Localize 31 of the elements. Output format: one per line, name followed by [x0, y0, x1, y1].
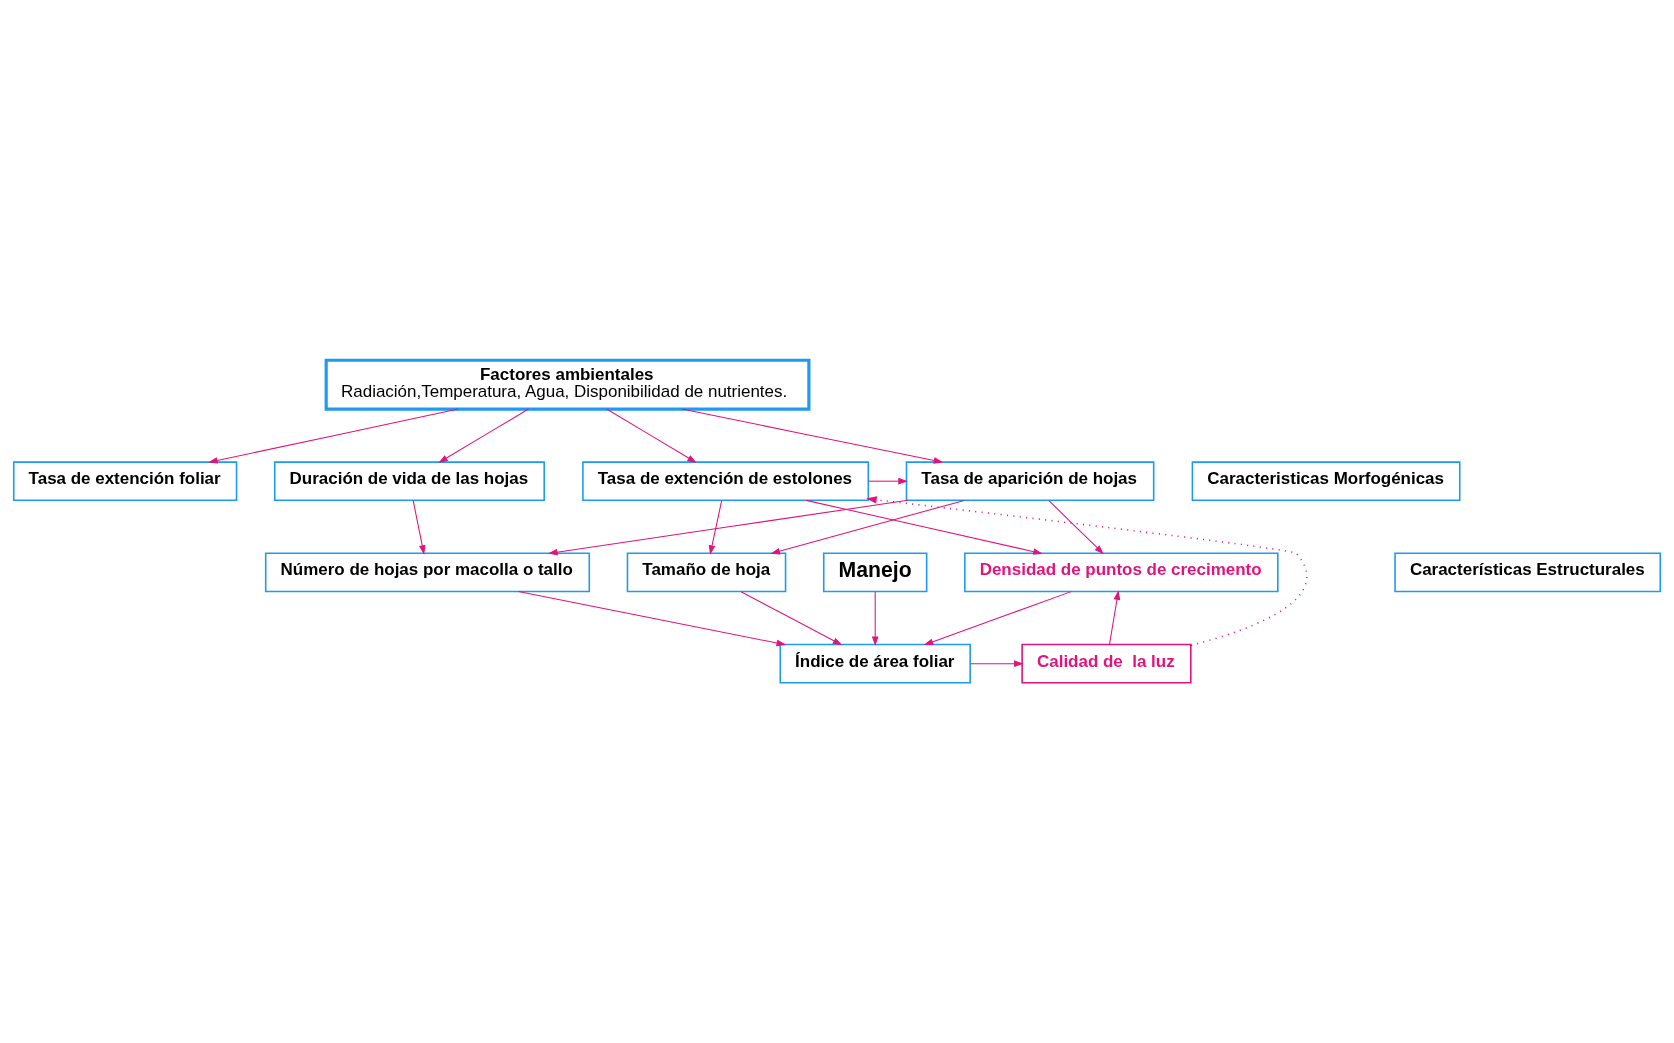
arrow: [548, 499, 909, 556]
arrow: [1048, 500, 1104, 555]
arrow: [740, 591, 843, 646]
arrow: [517, 591, 787, 647]
node-box: Número de hojas por macolla o tallo: [264, 552, 591, 593]
node-box: Calidad de la luz: [1021, 643, 1192, 684]
arrow: [770, 499, 965, 555]
arrow: [1108, 590, 1121, 645]
node-box: Características Estructurales: [1394, 552, 1662, 593]
arrow: [438, 408, 529, 463]
arrow: [681, 408, 944, 464]
node-box: Manejo: [822, 552, 928, 593]
node-box: Tasa de extención foliar: [12, 461, 238, 502]
node-box: Tamaño de hoja: [626, 552, 787, 593]
arrow: [867, 477, 908, 485]
node-box: Duración de vida de las hojas: [273, 461, 545, 502]
node-box: Factores ambientales Radiación,Temperatura, Agua, Disponibilidad de nutrientes.: [324, 358, 811, 411]
arrow: [606, 408, 697, 463]
node-box: Tasa de aparición de hojas: [905, 461, 1155, 502]
node-box: Caracteristicas Morfogénicas: [1191, 461, 1461, 502]
arrow: [871, 591, 879, 647]
arrow: [208, 408, 459, 464]
arrow: [805, 499, 1043, 555]
arrow: [969, 660, 1024, 667]
node-box: Densidad de puntos de crecimento: [964, 552, 1279, 593]
arrow: [412, 500, 426, 555]
arrow: [708, 500, 723, 555]
arrow: [866, 496, 1308, 647]
arrow: [923, 591, 1072, 646]
node-box: Índice de área foliar: [779, 643, 971, 684]
node-box: Tasa de extención de estolones: [582, 461, 870, 502]
